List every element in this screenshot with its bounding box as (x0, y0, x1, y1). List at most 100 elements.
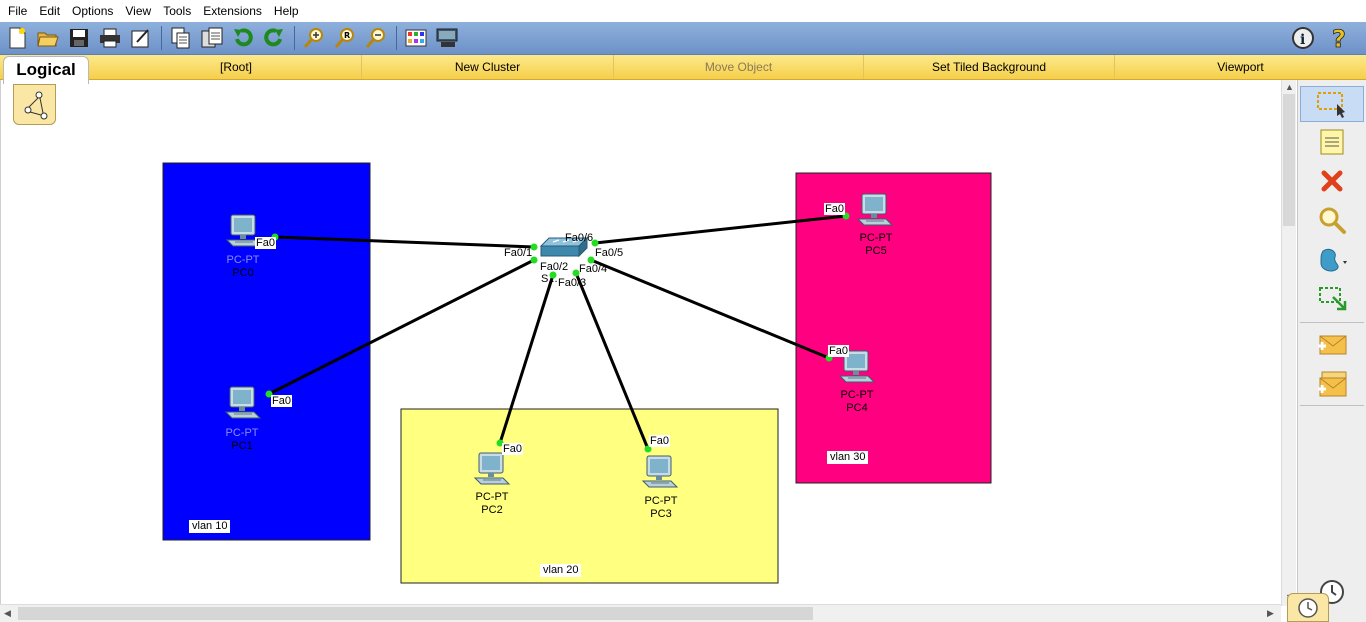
pc0-name-label: PC0 (232, 267, 254, 279)
menu-options[interactable]: Options (72, 4, 114, 18)
undo-icon[interactable] (230, 25, 256, 51)
clock-icon (1298, 597, 1318, 618)
simple-pdu-icon[interactable] (1314, 329, 1350, 361)
link-pc3-switch[interactable] (574, 272, 650, 450)
pc4-type-label: PC-PT (840, 389, 874, 401)
palette-icon[interactable] (403, 25, 429, 51)
info-icon[interactable]: i (1290, 25, 1316, 51)
complex-pdu-icon[interactable] (1314, 368, 1350, 400)
pc4-port-label: Fa0 (828, 345, 849, 357)
menu-bar: File Edit Options View Tools Extensions … (0, 0, 1366, 22)
realtime-mode-tab[interactable] (1287, 593, 1329, 622)
toolbar-separator (294, 26, 295, 50)
common-tools-palette (1297, 80, 1366, 622)
custom-device-icon[interactable] (434, 25, 460, 51)
pc1-port-label: Fa0 (271, 395, 292, 407)
switch-icon[interactable] (539, 236, 589, 258)
new-cluster-button[interactable]: New Cluster (362, 55, 614, 79)
vlan-30-area[interactable] (795, 172, 992, 484)
viewport-button[interactable]: Viewport (1217, 60, 1264, 74)
link-pc2-switch[interactable] (498, 274, 555, 444)
menu-file[interactable]: File (8, 4, 28, 18)
vlan-20-area[interactable] (400, 408, 779, 584)
menu-extensions[interactable]: Extensions (203, 4, 262, 18)
svg-text:?: ? (1332, 25, 1346, 51)
pc2-icon[interactable] (473, 452, 511, 485)
move-object-button[interactable]: Move Object (614, 55, 864, 79)
scroll-up-icon[interactable]: ▲ (1285, 82, 1294, 92)
scroll-right-icon[interactable]: ▶ (1267, 608, 1274, 618)
print-icon[interactable] (97, 25, 123, 51)
logical-tab[interactable]: Logical (3, 56, 89, 84)
pc3-type-label: PC-PT (644, 495, 678, 507)
open-icon[interactable] (35, 25, 61, 51)
link-pc4-switch[interactable] (590, 258, 830, 360)
pc4-icon[interactable] (838, 350, 876, 383)
vlan-10-label: vlan 10 (189, 520, 231, 533)
draw-shape-icon[interactable] (1314, 243, 1350, 275)
palette-separator (1300, 322, 1364, 323)
pc5-type-label: PC-PT (859, 232, 893, 244)
toolbar-separator (396, 26, 397, 50)
activity-wizard-icon[interactable] (128, 25, 154, 51)
vertical-scrollbar[interactable]: ▲ ▼ (1281, 80, 1296, 606)
switch-port-label: Fa0/3 (558, 277, 587, 289)
switch-port-label: Fa0/2 (540, 261, 569, 273)
main-toolbar: R i ? (0, 22, 1366, 55)
help-icon[interactable]: ? (1327, 25, 1353, 51)
pc5-icon[interactable] (856, 193, 894, 226)
pc1-name-label: PC1 (231, 440, 253, 452)
horizontal-scrollbar[interactable]: ◀ ▶ (0, 604, 1281, 622)
menu-view[interactable]: View (125, 4, 152, 18)
navigation-thumbnail[interactable] (13, 84, 56, 125)
note-icon[interactable] (1314, 126, 1350, 158)
switch-name-label: S... (541, 273, 558, 285)
scroll-left-icon[interactable]: ◀ (4, 608, 11, 618)
logical-workspace[interactable]: vlan 10 vlan 20 vlan 30 PC-PT PC0 Fa0 PC… (0, 80, 1281, 606)
vlan-30-label: vlan 30 (827, 451, 869, 464)
pc2-type-label: PC-PT (475, 491, 509, 503)
horizontal-scroll-thumb[interactable] (18, 607, 813, 620)
pc3-name-label: PC3 (650, 508, 672, 520)
select-icon[interactable] (1300, 86, 1364, 122)
delete-icon[interactable] (1314, 165, 1350, 197)
pc1-icon[interactable] (224, 386, 262, 419)
pc2-name-label: PC2 (481, 504, 503, 516)
root-button[interactable]: [Root] (111, 55, 362, 79)
link-pc5-switch[interactable] (594, 214, 847, 245)
link-status-dot (587, 256, 595, 264)
inspect-icon[interactable] (1314, 204, 1350, 236)
menu-tools[interactable]: Tools (163, 4, 192, 18)
pc0-type-label: PC-PT (226, 254, 260, 266)
svg-text:i: i (1300, 32, 1305, 48)
palette-separator (1300, 405, 1364, 406)
menu-help[interactable]: Help (273, 4, 299, 18)
link-status-dot (572, 269, 580, 277)
new-icon[interactable] (4, 25, 30, 51)
copy-icon[interactable] (168, 25, 194, 51)
link-pc1-switch[interactable] (268, 258, 535, 396)
pc5-port-label: Fa0 (824, 203, 845, 215)
pc0-icon[interactable] (225, 214, 263, 247)
switch-port-label: Fa0/5 (595, 247, 624, 259)
menu-edit[interactable]: Edit (39, 4, 61, 18)
zoom-reset-icon[interactable]: R (332, 25, 358, 51)
zoom-out-icon[interactable] (363, 25, 389, 51)
link-status-dot (496, 439, 504, 447)
zoom-in-icon[interactable] (301, 25, 327, 51)
topology-icon (24, 91, 47, 119)
resize-icon[interactable] (1314, 283, 1350, 315)
save-icon[interactable] (66, 25, 92, 51)
set-tiled-background-button[interactable]: Set Tiled Background (864, 55, 1115, 79)
vertical-scroll-thumb[interactable] (1283, 94, 1295, 226)
paste-icon[interactable] (199, 25, 225, 51)
link-status-dot (591, 239, 599, 247)
pc3-icon[interactable] (641, 455, 679, 488)
vlan-10-area[interactable] (162, 162, 371, 541)
pc4-name-label: PC4 (846, 402, 868, 414)
pc3-port-label: Fa0 (649, 435, 670, 447)
pc2-port-label: Fa0 (502, 443, 523, 455)
logical-workspace-bar: Logical [Root] New Cluster Move Object S… (0, 55, 1366, 84)
redo-icon[interactable] (261, 25, 287, 51)
link-pc0-switch[interactable] (274, 235, 535, 249)
